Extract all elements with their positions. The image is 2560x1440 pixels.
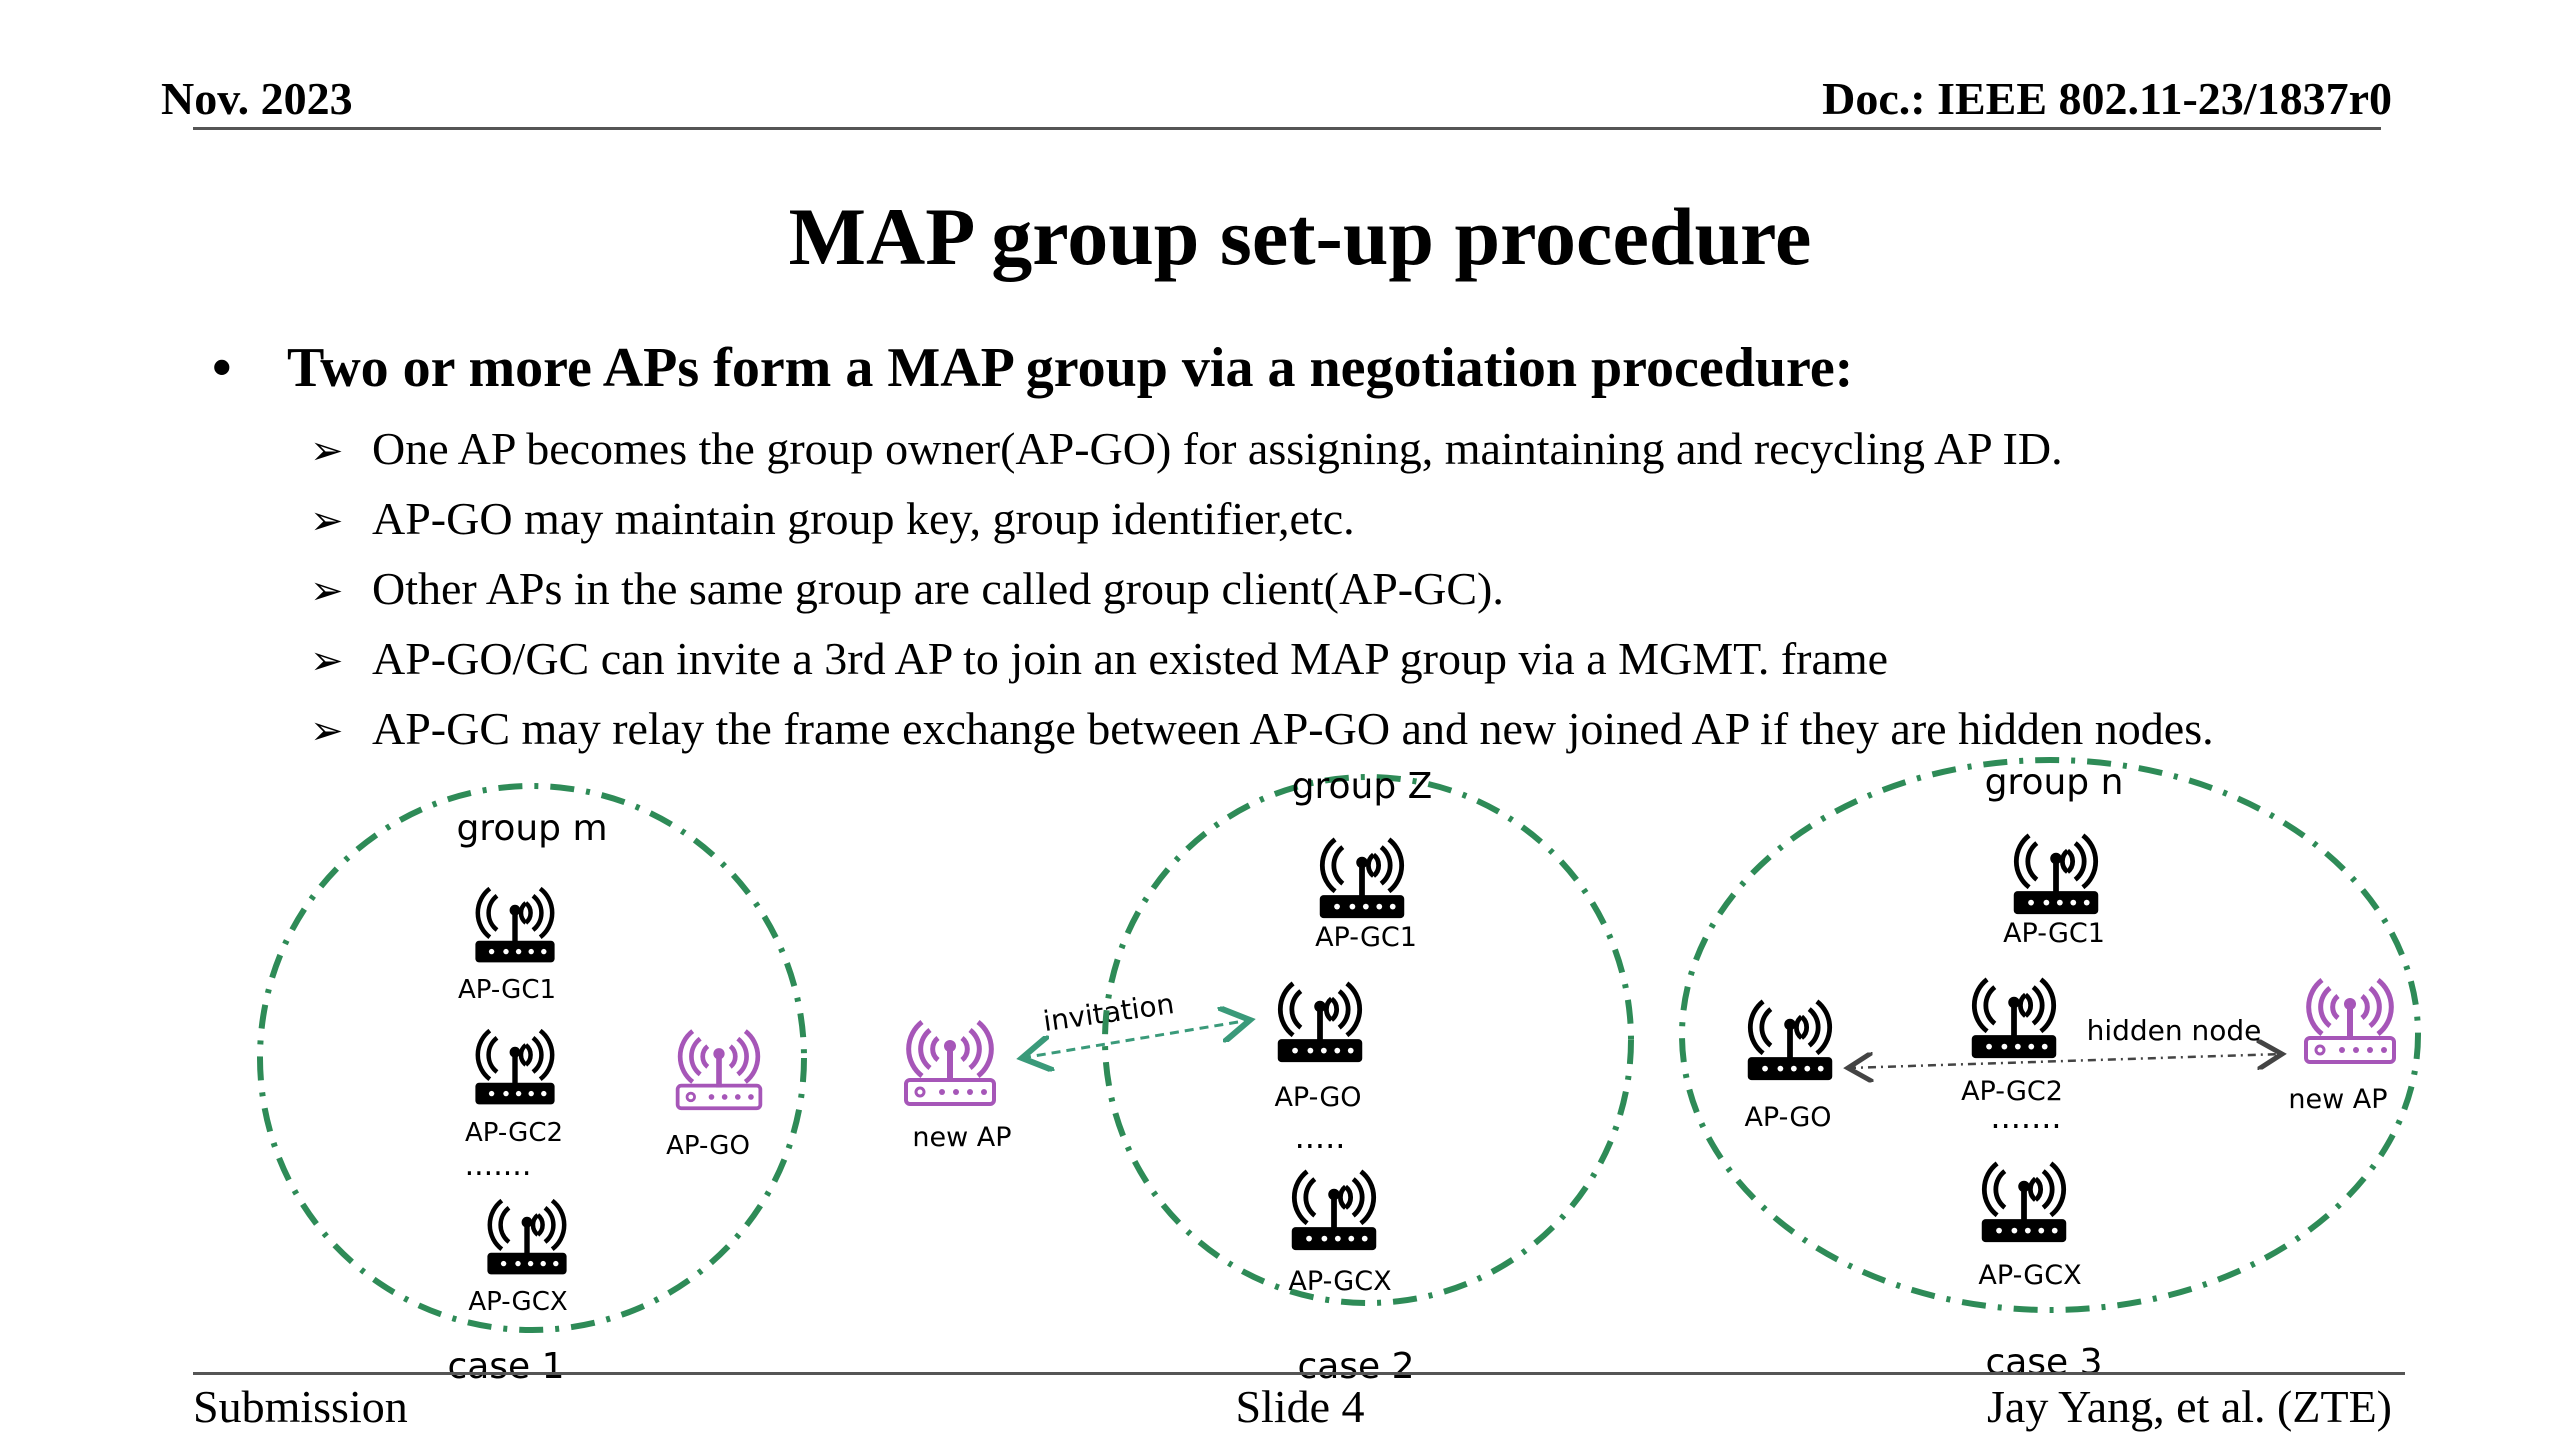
slide-title: MAP group set-up procedure xyxy=(788,191,1812,282)
arrow-bullet-icon: ➢ xyxy=(310,498,344,544)
router-icon xyxy=(1320,839,1404,918)
case1-group-circle xyxy=(257,783,807,1333)
bullet-dot-icon: • xyxy=(212,337,232,399)
router-icon xyxy=(1748,1001,1832,1080)
sub-bullet: ➢ Other APs in the same group are called … xyxy=(310,562,1504,615)
invitation-arrow xyxy=(1022,1020,1250,1058)
case3-dots: ....... xyxy=(1990,1098,2061,1136)
router-outline-icon xyxy=(906,1022,994,1104)
sub-bullet-text: Other APs in the same group are called g… xyxy=(372,563,1504,614)
case3-go-label: AP-GO xyxy=(1744,1102,1831,1133)
case2-newap-label: new AP xyxy=(912,1122,1011,1153)
router-icon xyxy=(2014,835,2098,914)
sub-bullet: ➢ AP-GO may maintain group key, group ide… xyxy=(310,492,1355,545)
header-rule xyxy=(193,127,2381,130)
case3-newap-label: new AP xyxy=(2288,1084,2387,1115)
router-icon xyxy=(1982,1163,2066,1242)
router-outline-icon xyxy=(678,1031,761,1108)
sub-bullet-text: AP-GC may relay the frame exchange betwe… xyxy=(372,703,2214,754)
arrow-bullet-icon: ➢ xyxy=(310,708,344,754)
router-icon xyxy=(487,1201,566,1275)
main-bullet-text: Two or more APs form a MAP group via a n… xyxy=(287,337,1854,399)
router-icon xyxy=(1292,1171,1376,1250)
header-doc-id: Doc.: IEEE 802.11-23/1837r0 xyxy=(1822,73,2392,124)
sub-bullet: ➢ One AP becomes the group owner(AP-GO) f… xyxy=(310,422,2063,475)
case1-group-label: group m xyxy=(456,808,607,849)
case1-label: case 1 xyxy=(447,1346,564,1387)
footer-author: Jay Yang, et al. (ZTE) xyxy=(1987,1381,2392,1432)
footer-slide-number: Slide 4 xyxy=(1235,1381,1365,1432)
hidden-node-arrow xyxy=(1848,1054,2282,1068)
sub-bullet-text: One AP becomes the group owner(AP-GO) fo… xyxy=(372,423,2063,474)
case1-go-label: AP-GO xyxy=(666,1131,750,1161)
footer-rule xyxy=(193,1372,2405,1375)
router-icon xyxy=(1278,983,1362,1062)
case2-group-circle xyxy=(1102,774,1634,1306)
case1-gc1-label: AP-GC1 xyxy=(458,975,556,1005)
arrow-bullet-icon: ➢ xyxy=(310,428,344,474)
arrow-bullet-icon: ➢ xyxy=(310,638,344,684)
case2-label: case 2 xyxy=(1297,1346,1414,1387)
router-icon xyxy=(475,889,554,963)
sub-bullet-text: AP-GO may maintain group key, group iden… xyxy=(372,493,1355,544)
footer-submission: Submission xyxy=(193,1381,408,1432)
router-outline-icon xyxy=(2306,980,2394,1062)
case2-gcx-label: AP-GCX xyxy=(1288,1266,1391,1297)
hidden-node-label: hidden node xyxy=(2087,1014,2262,1047)
router-icon xyxy=(1972,979,2056,1058)
case3-label: case 3 xyxy=(1985,1342,2102,1383)
header-date: Nov. 2023 xyxy=(161,73,353,124)
router-icon xyxy=(475,1031,554,1105)
case1-gcx-label: AP-GCX xyxy=(468,1287,567,1317)
case2-dots: ..... xyxy=(1295,1118,1346,1156)
case1-dots: ....... xyxy=(465,1148,532,1183)
sub-bullet-text: AP-GO/GC can invite a 3rd AP to join an … xyxy=(372,633,1889,684)
case3-gcx-label: AP-GCX xyxy=(1978,1260,2081,1291)
case2-gc1-label: AP-GC1 xyxy=(1315,922,1417,953)
case2-group-label: group Z xyxy=(1292,766,1433,807)
main-bullet: • Two or more APs form a MAP group via a … xyxy=(212,336,1853,400)
sub-bullet: ➢ AP-GO/GC can invite a 3rd AP to join an… xyxy=(310,632,1888,685)
case3-group-ellipse xyxy=(1679,757,2421,1313)
sub-bullet: ➢ AP-GC may relay the frame exchange betw… xyxy=(310,702,2214,755)
case3-gc1-label: AP-GC1 xyxy=(2003,918,2105,949)
case2-go-label: AP-GO xyxy=(1274,1082,1361,1113)
arrow-bullet-icon: ➢ xyxy=(310,568,344,614)
case1-gc2-label: AP-GC2 xyxy=(465,1118,563,1148)
case3-group-label: group n xyxy=(1985,762,2124,803)
